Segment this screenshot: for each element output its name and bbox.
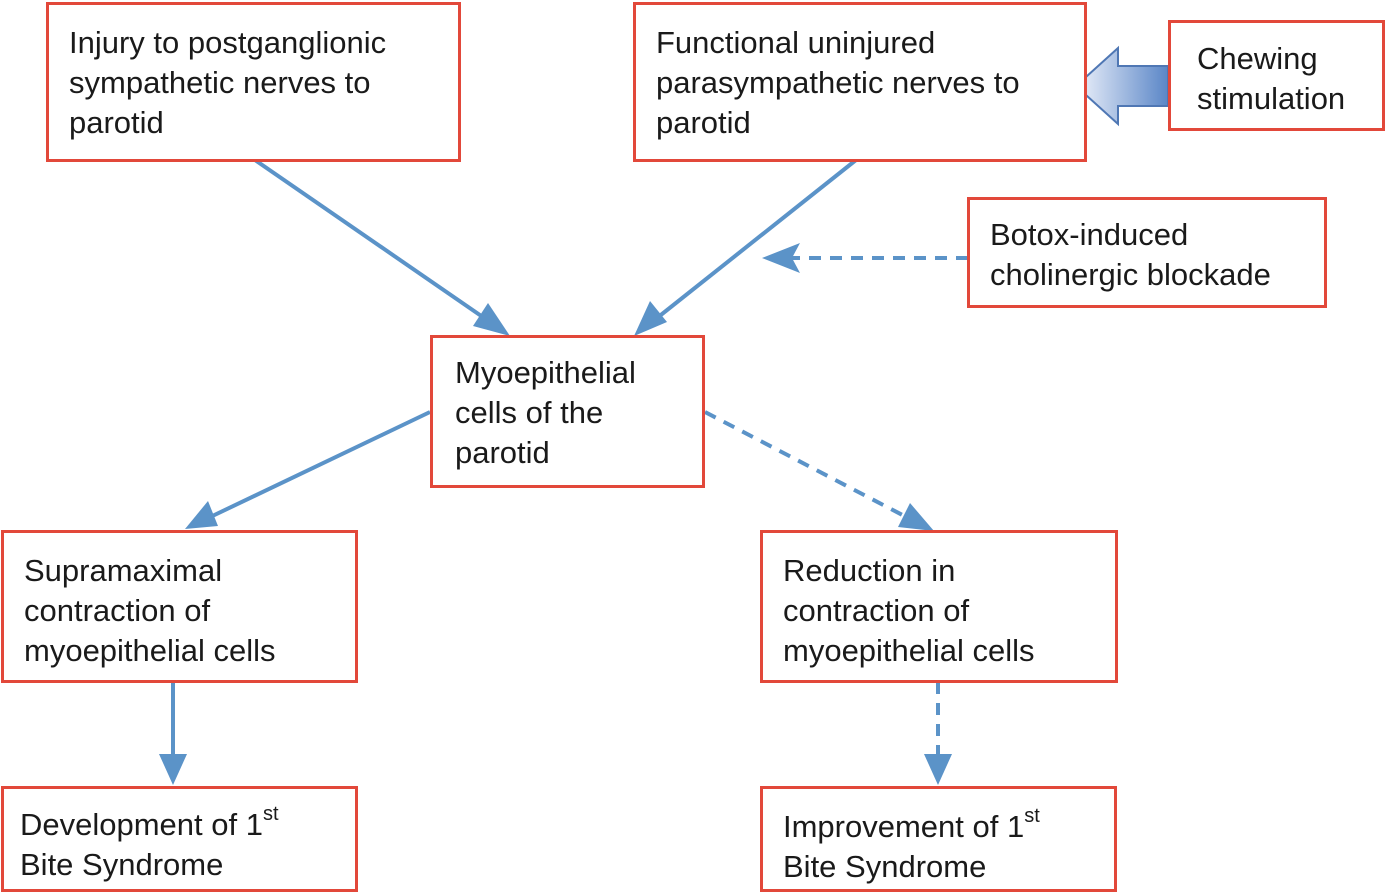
improvement-text: Improvement of 1 xyxy=(783,809,1025,844)
development-superscript: st xyxy=(262,802,279,825)
improvement-line1: Improvement of 1st xyxy=(783,806,1040,844)
development-line2: Bite Syndrome xyxy=(20,847,224,882)
node-sympathetic-injury: Injury to postganglionic sympathetic ner… xyxy=(46,2,461,162)
arrow-reduction-to-improvement xyxy=(924,682,952,785)
arrow-botox-blockade xyxy=(762,243,968,273)
node-parasympathetic-nerves: Functional uninjured parasympathetic ner… xyxy=(633,2,1087,162)
node-development-bite-syndrome: Development of 1st Bite Syndrome xyxy=(1,786,358,892)
node-supramaximal-contraction: Supramaximal contraction of myoepithelia… xyxy=(1,530,358,683)
arrow-sympathetic-to-myoepithelial xyxy=(253,158,510,336)
arrow-myoepithelial-to-supramaximal xyxy=(185,410,431,529)
arrow-myoepithelial-to-reduction xyxy=(704,410,934,531)
improvement-superscript: st xyxy=(1024,804,1040,827)
node-improvement-bite-syndrome: Improvement of 1st Bite Syndrome xyxy=(760,786,1117,892)
node-reduction-contraction: Reduction in contraction of myoepithelia… xyxy=(760,530,1118,683)
node-botox-blockade: Botox-induced cholinergic blockade xyxy=(967,197,1327,308)
node-myoepithelial-cells: Myoepithelial cells of the parotid xyxy=(430,335,705,488)
arrow-parasympathetic-to-myoepithelial xyxy=(634,158,858,336)
arrow-supramaximal-to-development xyxy=(159,682,187,785)
improvement-line2: Bite Syndrome xyxy=(783,849,987,884)
node-chewing-stimulation: Chewing stimulation xyxy=(1168,20,1385,131)
development-text: Development of 1 xyxy=(20,807,263,842)
development-line1: Development of 1st xyxy=(20,804,279,842)
arrow-chewing-to-parasympathetic xyxy=(1074,45,1169,127)
